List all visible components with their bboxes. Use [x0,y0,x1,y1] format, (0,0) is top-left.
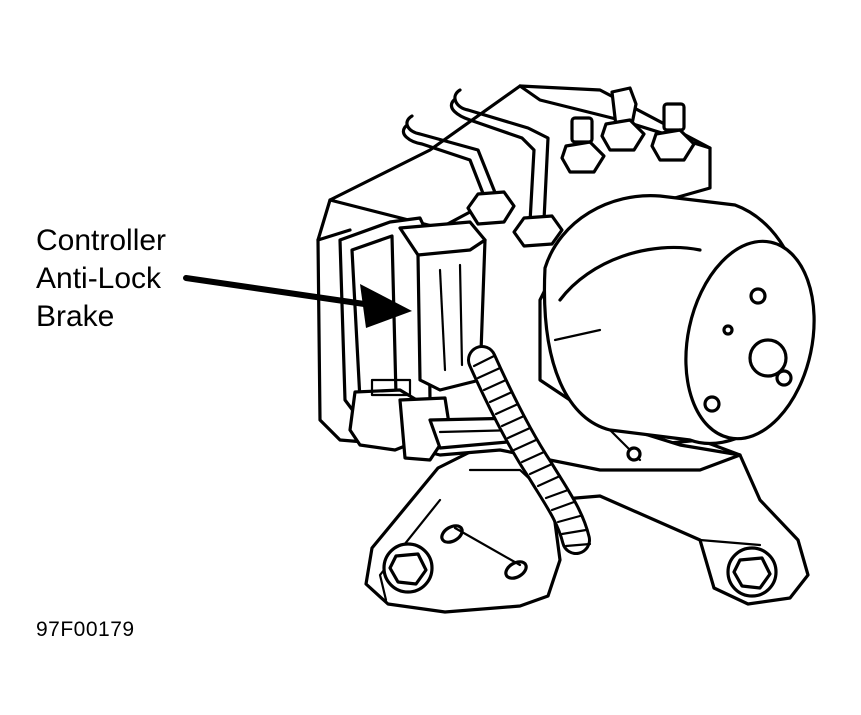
callout-line-1: Controller [36,224,167,257]
wiring-harness [467,345,592,555]
tube-fitting-1 [466,190,516,226]
brake-port-2 [600,86,646,152]
bracket-bolt-left [382,542,434,594]
brake-lines [401,88,550,224]
brake-port-1 [560,116,606,174]
callout-label: Controller Anti-Lock Brake [36,222,166,336]
bracket-rivets [440,524,528,580]
pump-motor [542,194,816,462]
callout-line-3: Brake [36,300,115,333]
mounting-bracket [364,438,810,614]
bracket-bolt-right [726,546,778,598]
figure-id: 97F00179 [36,618,135,641]
callout-line-2: Anti-Lock [36,262,162,295]
tube-fitting-2 [512,214,564,248]
brake-port-3 [650,102,696,162]
callout-arrow [183,275,412,328]
